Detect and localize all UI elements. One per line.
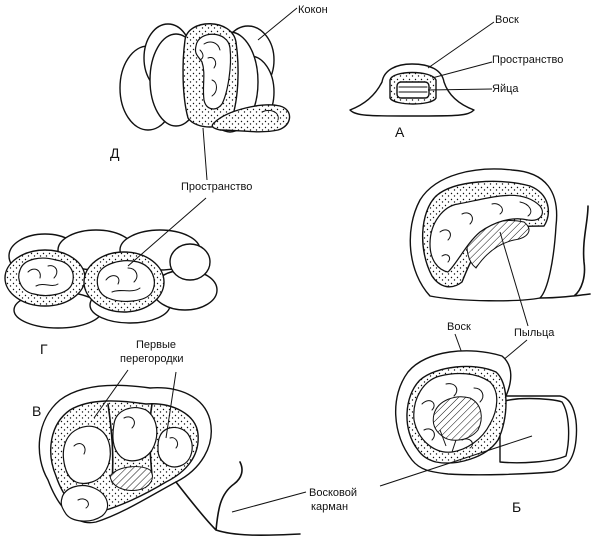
panel-v-cell <box>38 369 307 536</box>
pollen-v <box>109 466 153 491</box>
panel-g-label: Г <box>40 341 48 357</box>
space-label-d-g: Пространство <box>181 181 252 193</box>
wax-label-a: Воск <box>495 14 519 26</box>
small-cell-stippled <box>211 104 291 133</box>
larva-v-4 <box>60 485 109 522</box>
panel-g-cocoon-cluster <box>4 197 218 329</box>
larva-v-3 <box>157 426 193 468</box>
cocoon-label: Кокон <box>298 4 328 16</box>
panel-upper-right-cell <box>409 168 591 302</box>
panel-d-label: Д <box>110 145 120 161</box>
eggs <box>396 81 430 99</box>
first-partitions-label-line1: Первые <box>136 339 176 351</box>
pollen-mass-b <box>432 396 482 441</box>
larva-v-2 <box>112 407 158 462</box>
panel-b-cell <box>379 350 578 487</box>
wax-tail-upper <box>539 205 591 299</box>
wax-pocket-label-line1: Восковой <box>309 487 357 499</box>
larva-in-cocoon <box>194 33 232 110</box>
space-label-a: Пространство <box>492 54 563 66</box>
larvae-upper <box>429 194 543 273</box>
wax-tail-v <box>175 461 301 536</box>
larva-g-right <box>96 260 155 302</box>
pollen-mass-upper <box>466 220 530 269</box>
larva-g-left <box>18 257 74 297</box>
eggs-label: Яйца <box>492 83 519 95</box>
pollen-label: Пыльца <box>514 327 555 339</box>
first-partitions-label-line2: перегородки <box>120 353 184 365</box>
wax-label-b: Воск <box>447 321 471 333</box>
cocoon-g-7 <box>169 243 211 281</box>
panel-d-cocoon-cluster <box>119 7 298 181</box>
panel-a-label: А <box>395 124 405 140</box>
larva-v-1 <box>62 425 111 485</box>
panel-b-label: Б <box>512 499 521 515</box>
panel-a-wax-cell <box>349 21 495 117</box>
panel-v-label: В <box>32 403 41 419</box>
wax-pocket-b <box>499 397 570 464</box>
wax-pocket-label-line2: карман <box>311 501 348 513</box>
